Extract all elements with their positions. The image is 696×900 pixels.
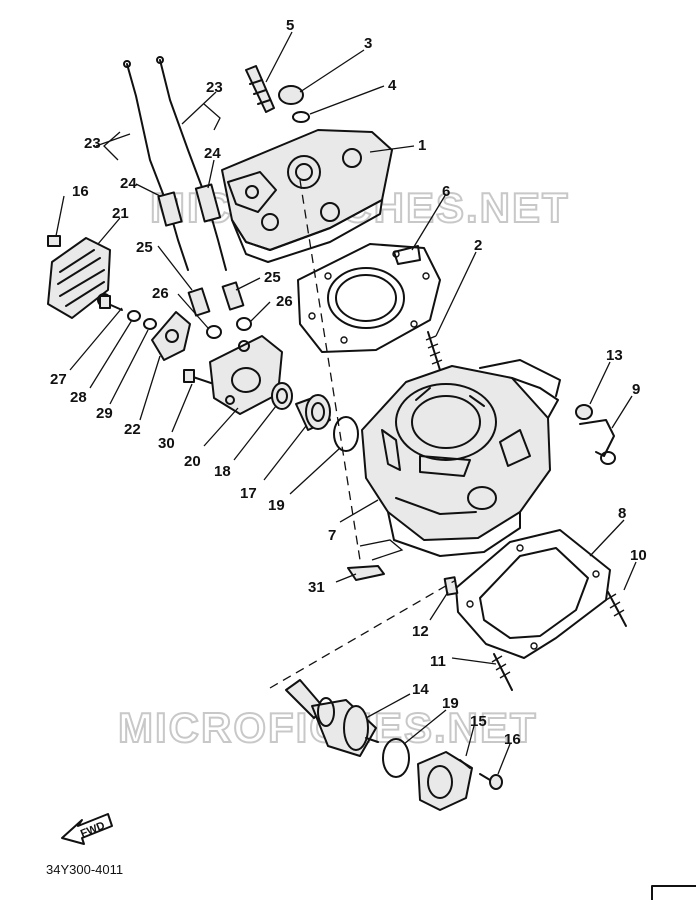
axis-line-lower: [269, 579, 457, 689]
callout-5: 5: [286, 17, 294, 34]
bracket-nut: [575, 404, 593, 420]
housing-bolt: [183, 369, 215, 385]
callout-11: 11: [430, 653, 446, 670]
callout-1: 1: [418, 137, 426, 154]
cover-screw: [99, 295, 123, 311]
locknut-left: [206, 325, 222, 339]
valve-housing: [209, 335, 283, 415]
callout-10: 10: [630, 547, 647, 564]
valve-holder: [417, 751, 473, 811]
base-gasket: [455, 529, 611, 659]
callout-2: 2: [474, 237, 482, 254]
callout-6: 6: [442, 183, 450, 200]
callout-24-right: 24: [204, 145, 221, 162]
callout-23-right: 23: [206, 79, 223, 96]
rubber-plug: [347, 565, 385, 581]
callout-29: 29: [96, 405, 113, 422]
callout-18: 18: [214, 463, 231, 480]
callout-26-right: 26: [276, 293, 293, 310]
washer-29: [143, 318, 157, 330]
callout-17: 17: [240, 485, 257, 502]
callout-12: 12: [412, 623, 429, 640]
fwd-label: FWD: [79, 820, 107, 841]
callout-26-left: 26: [152, 285, 169, 302]
cylinder-head: [221, 129, 393, 263]
cable-bracket: [579, 419, 616, 465]
leader-lines: [55, 31, 637, 775]
cover-bolt: [47, 235, 61, 247]
callout-13: 13: [606, 347, 623, 364]
cylinder: [361, 359, 561, 557]
stud-bolt-11: [491, 653, 513, 691]
forward-arrow-icon: FWD: [61, 813, 113, 845]
callout-25-left: 25: [136, 239, 153, 256]
spark-plug: [245, 65, 275, 113]
head-gasket: [297, 243, 441, 353]
holder-screw: [479, 773, 503, 790]
cap-gasket: [292, 111, 310, 123]
cable-adjuster-left: [187, 287, 211, 317]
callout-20: 20: [184, 453, 201, 470]
callout-22: 22: [124, 421, 141, 438]
valve-cover: [47, 237, 111, 319]
document-code: 34Y300-4011: [46, 862, 124, 877]
cable-bracket-markers: [103, 103, 221, 161]
head-cap: [278, 85, 304, 105]
locknut-right: [236, 317, 252, 331]
washer-28: [127, 310, 141, 322]
stud-bolt-10: [605, 591, 627, 627]
callout-8: 8: [618, 505, 626, 522]
corner-bracket: [651, 885, 696, 900]
callout-4: 4: [388, 77, 397, 94]
valve-shaft: [285, 679, 379, 757]
power-valve-cable-right: [156, 56, 227, 271]
valve-bush: [295, 394, 331, 431]
stud-bolt-2: [425, 331, 443, 371]
oil-seal: [271, 382, 293, 410]
valve-pulley: [151, 311, 191, 361]
callout-23-left: 23: [84, 135, 101, 152]
callout-9: 9: [632, 381, 640, 398]
callout-19-upper: 19: [268, 497, 285, 514]
o-ring-lower: [382, 738, 410, 778]
callout-24-left: 24: [120, 175, 137, 192]
axis-line-cylinder: [359, 539, 404, 561]
cable-adjuster-right: [221, 281, 245, 311]
callout-14: 14: [412, 681, 429, 698]
axis-line-head: [299, 179, 361, 561]
callout-21: 21: [112, 205, 129, 222]
callout-28: 28: [70, 389, 87, 406]
callout-27: 27: [50, 371, 67, 388]
callout-19-lower: 19: [442, 695, 459, 712]
callout-30: 30: [158, 435, 175, 452]
o-ring-upper: [333, 416, 359, 452]
callout-7: 7: [328, 527, 336, 544]
callout-16-top: 16: [72, 183, 89, 200]
power-valve-cable-left: [123, 60, 189, 271]
callout-31: 31: [308, 579, 325, 596]
callout-3: 3: [364, 35, 372, 52]
callout-16-bottom: 16: [504, 731, 521, 748]
callout-15: 15: [470, 713, 487, 730]
callout-25-right: 25: [264, 269, 281, 286]
